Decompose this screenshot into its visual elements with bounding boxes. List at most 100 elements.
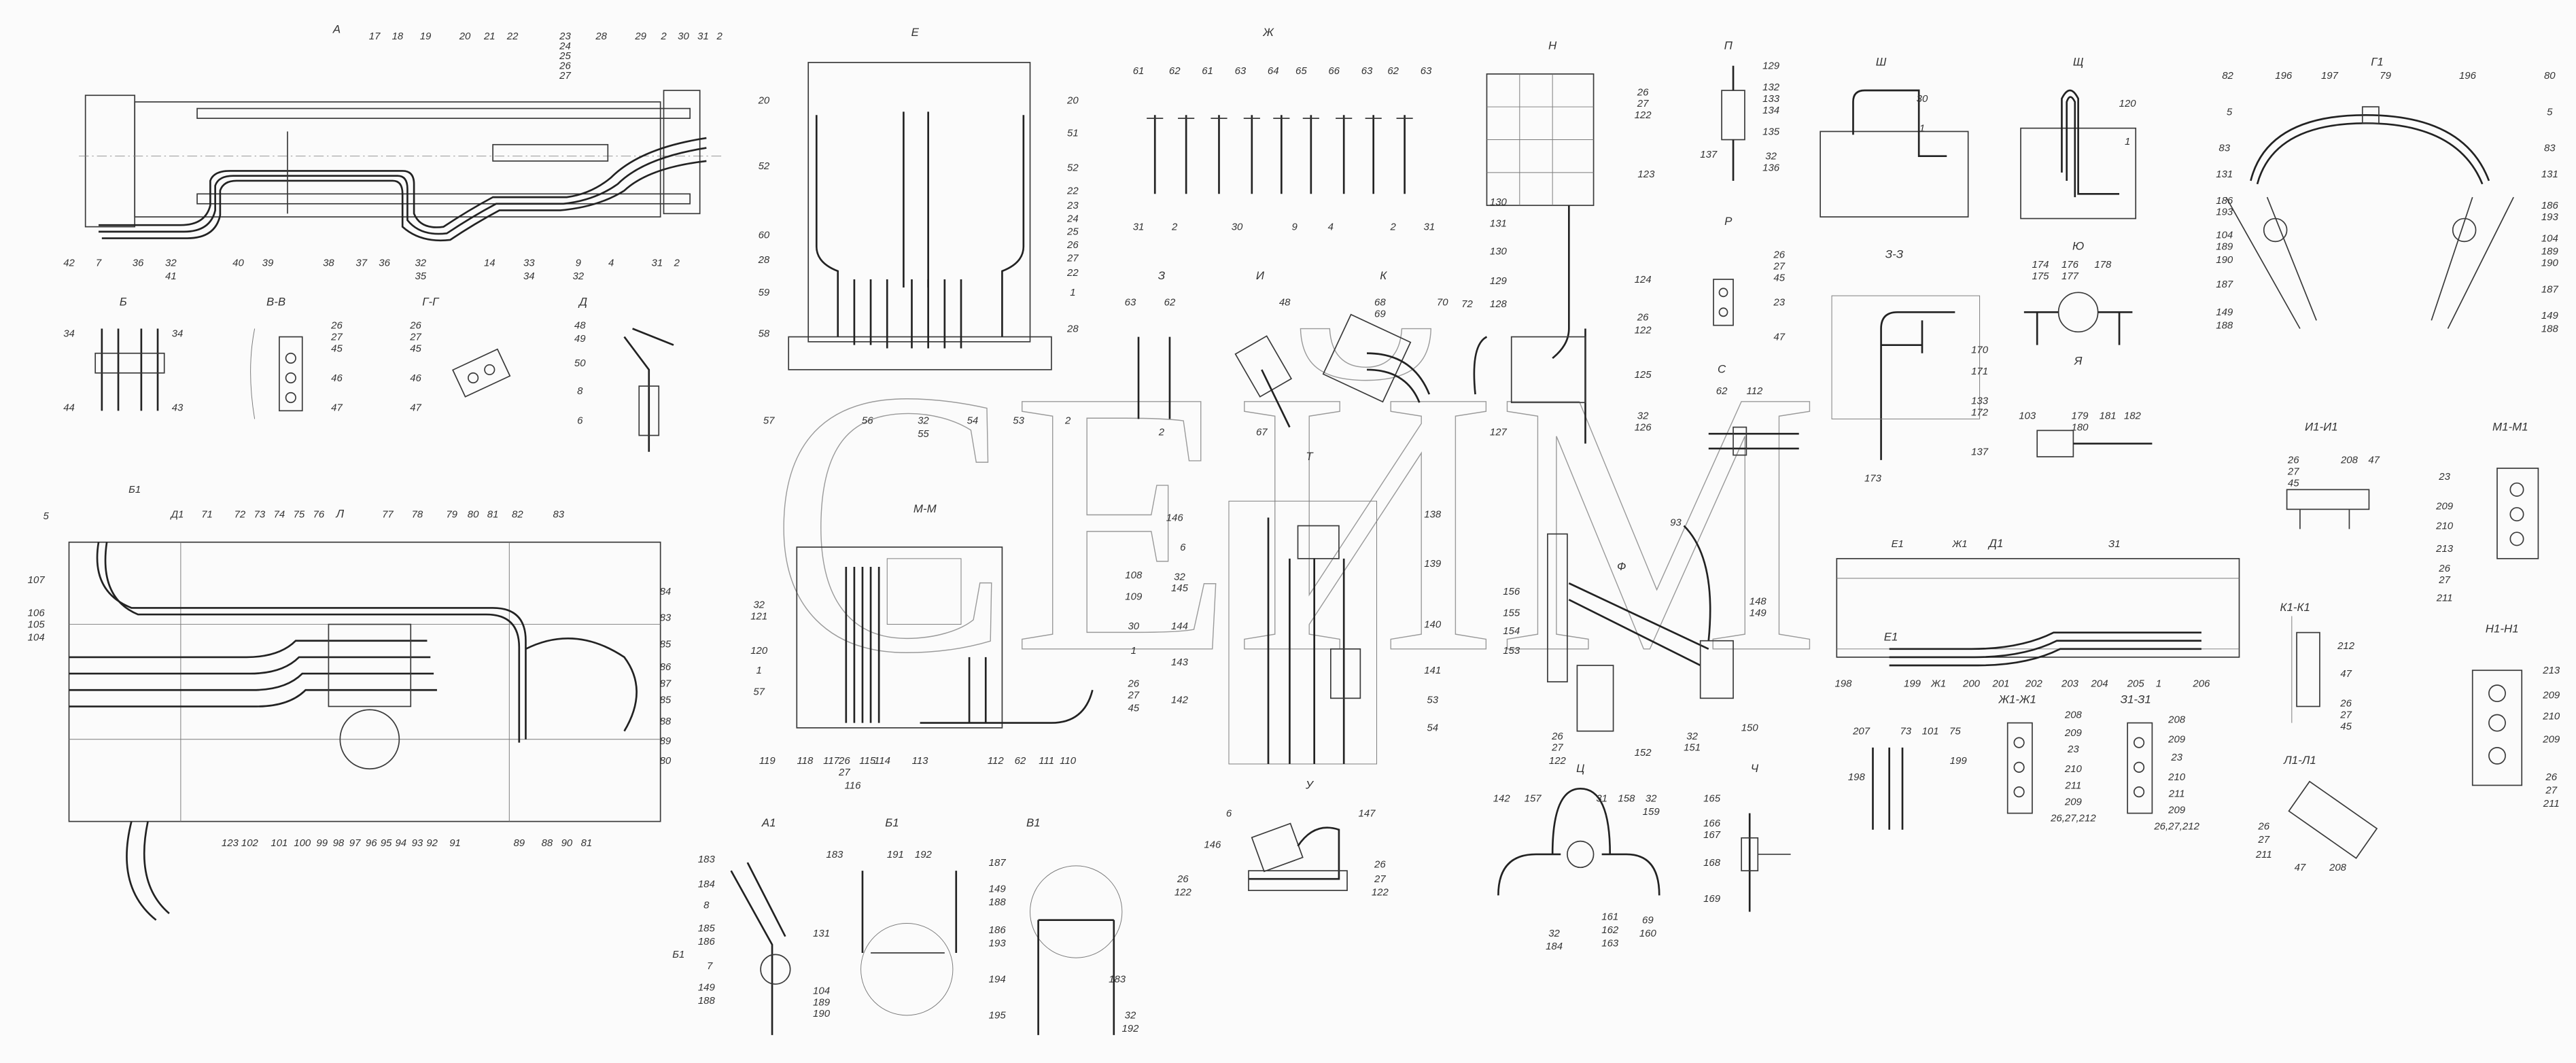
callout-label: 211 [2436,593,2453,604]
callout-label: 32 [753,599,765,610]
callout-label: 95 [381,837,392,849]
callout-label: 107 [28,574,46,586]
callout-label: 24 [559,41,571,52]
callout-label: 106 [28,607,46,618]
callout-label: 190 [2541,258,2559,269]
callout-label: 26 [2339,697,2352,709]
callout-label: 181 [2100,410,2117,421]
drawing-geometry [68,62,2539,1035]
callout-label: 165 [1703,793,1721,805]
callout-label: 89 [513,837,525,849]
callout-label: 48 [1279,297,1291,309]
callout-label: 71 [201,508,213,520]
callout-label: 188 [2541,323,2559,334]
callout-label: 33 [523,258,535,269]
callout-label: 209 [2064,727,2083,739]
callout-label: 54 [1427,722,1438,734]
callout-label: 126 [1635,421,1652,433]
callout-label: 79 [2380,70,2391,82]
callout-label: 38 [323,258,334,269]
view-r-block [1713,279,1734,326]
view-t [1228,500,1378,765]
callout-label: 2 [660,31,667,42]
callout-label: 83 [2544,142,2556,154]
callout-label: 23 [559,31,571,42]
callout-label: 114 [874,755,890,767]
callout-label: 188 [989,896,1007,908]
section-title: М-М [913,502,937,515]
callout-label: 125 [1635,369,1652,381]
callout-label: 100 [294,837,311,849]
callout-label: 27 [1374,873,1386,885]
callout-label: 20 [459,31,471,42]
callout-label: 128 [1490,298,1508,310]
callout-label: 122 [1549,755,1567,767]
callout-label: 1 [756,665,762,676]
callout-label: 32 [1646,793,1657,805]
callout-label: 141 [1424,665,1441,676]
section-title: В1 [1026,816,1041,829]
callout-label: 75 [1949,726,1961,737]
callout-label: 180 [2072,421,2089,433]
callout-label: 137 [1971,447,1989,458]
callout-label: 154 [1503,625,1520,637]
callout-label: 87 [660,678,672,689]
callout-label: 186 [698,936,716,947]
callout-label: 203 [2061,678,2079,689]
callout-label: 37 [355,258,367,269]
callout-label: 9 [1292,221,1298,232]
callout-label: 2 [716,31,723,42]
callout-label: 134 [1762,105,1779,116]
callout-label: 210 [2064,763,2083,775]
callout-label: 122 [1372,886,1389,898]
callout-label: 209 [2542,734,2560,746]
section-title: И1-И1 [2305,420,2338,433]
callout-label: 204 [2091,678,2108,689]
callout-label: 75 [294,508,305,520]
callout-label: 6 [1180,542,1186,553]
callout-label: 149 [698,982,716,994]
view-ts [1497,787,1660,896]
callout-label: 26 [1127,678,1139,689]
callout-label: 32 [1125,1010,1136,1022]
callout-label: 7 [707,960,713,972]
callout-label: 19 [420,31,432,42]
callout-label: 44 [63,402,75,413]
callout-label: 26 [409,319,421,331]
callout-label: 69 [1374,309,1386,320]
callout-label: 47 [1773,331,1785,343]
callout-label: 83 [553,508,564,520]
callout-label: 183 [1109,973,1126,985]
callout-label: 119 [759,755,776,767]
callout-label: 122 [1635,325,1652,336]
callout-label: 162 [1601,924,1619,936]
callout-label: 39 [262,258,274,269]
callout-label: 187 [989,857,1007,869]
callout-label: 159 [1643,806,1660,818]
callout-label: 26,27,212 [2050,813,2096,824]
callout-label: 169 [1703,893,1721,905]
callout-label: 142 [1493,793,1511,805]
callout-label: 74 [274,508,285,520]
callout-label: 111 [1039,755,1054,767]
callout-label: 32 [165,258,177,269]
callout-label: 112 [1747,385,1764,397]
callout-label: 43 [172,402,184,413]
view-m-m [796,546,1094,729]
callout-label: 185 [698,923,716,935]
callout-label: 32 [1686,731,1698,742]
callout-label: 34 [172,328,184,340]
callout-label: Б1 [672,949,684,960]
section-title: Е [911,26,920,39]
callout-label: 22 [506,31,519,42]
view-d1 [1836,558,2240,667]
callout-label: 27 [2287,466,2299,478]
callout-label: 190 [2216,254,2233,266]
callout-label: 97 [349,837,361,849]
callout-label: 89 [660,735,672,747]
callout-label: 47 [2340,668,2352,680]
callout-label: 208 [2340,455,2359,466]
callout-label: 27 [409,331,421,343]
callout-label: 118 [797,755,814,767]
